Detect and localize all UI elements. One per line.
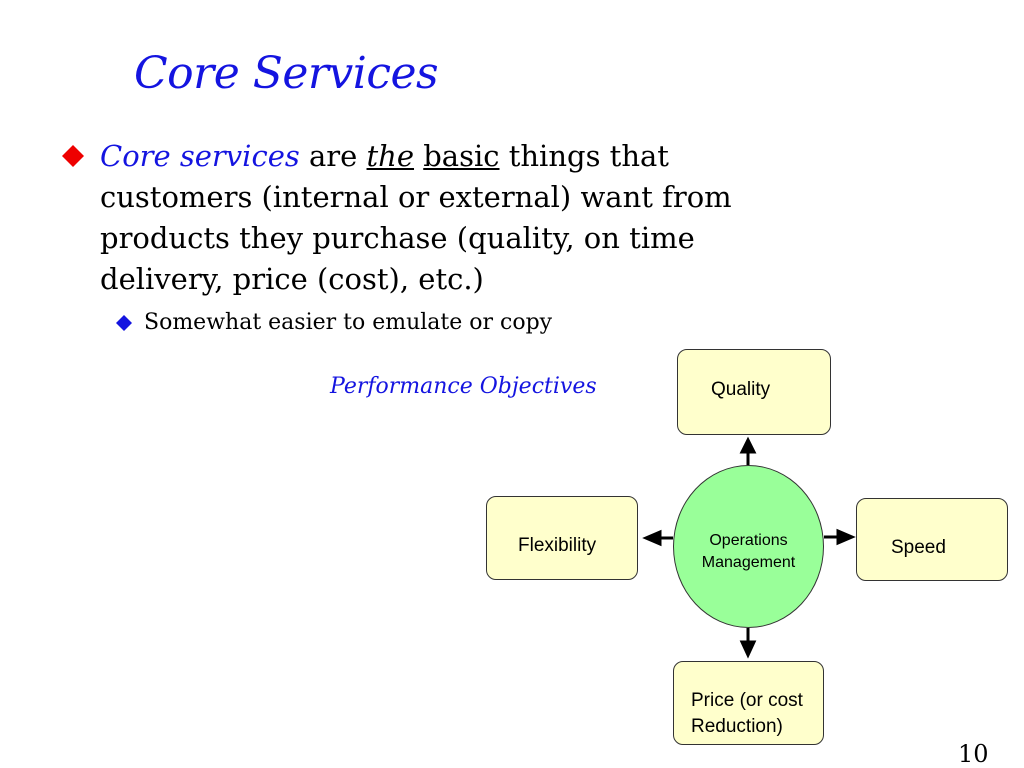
red-diamond-bullet-icon (62, 145, 84, 167)
price-box: Price (or cost Reduction) (673, 661, 824, 745)
flexibility-box: Flexibility (486, 496, 638, 580)
arrow-left-head (642, 529, 662, 547)
slide-title: Core Services (134, 48, 439, 99)
operations-management-ellipse: Operations Management (673, 465, 824, 628)
operations-management-label: Operations Management (701, 532, 796, 571)
bullet-text-basic: basic (423, 139, 500, 173)
speed-label: Speed (891, 537, 946, 558)
main-bullet-text: Core services are the basic things that … (62, 136, 762, 300)
core-services-term: Core services (100, 139, 300, 173)
performance-objectives-caption: Performance Objectives (330, 374, 597, 399)
bullet-text-are: are (299, 139, 367, 173)
quality-box: Quality (677, 349, 831, 435)
flexibility-label: Flexibility (518, 535, 597, 556)
price-label: Price (or cost Reduction) (691, 690, 803, 737)
arrow-right-head (836, 528, 856, 546)
page-number: 10 (958, 740, 989, 768)
arrow-up-head (739, 436, 757, 454)
blue-diamond-bullet-icon (116, 315, 132, 331)
arrow-down-head (739, 640, 757, 659)
sub-bullet: Somewhat easier to emulate or copy (116, 309, 552, 337)
speed-box: Speed (856, 498, 1008, 581)
sub-bullet-text: Somewhat easier to emulate or copy (144, 310, 553, 335)
quality-label: Quality (711, 379, 771, 400)
bullet-text-rest: things that customers (internal or exter… (100, 139, 732, 296)
bullet-text-the: the (366, 139, 415, 173)
main-bullet: Core services are the basic things that … (62, 136, 762, 300)
